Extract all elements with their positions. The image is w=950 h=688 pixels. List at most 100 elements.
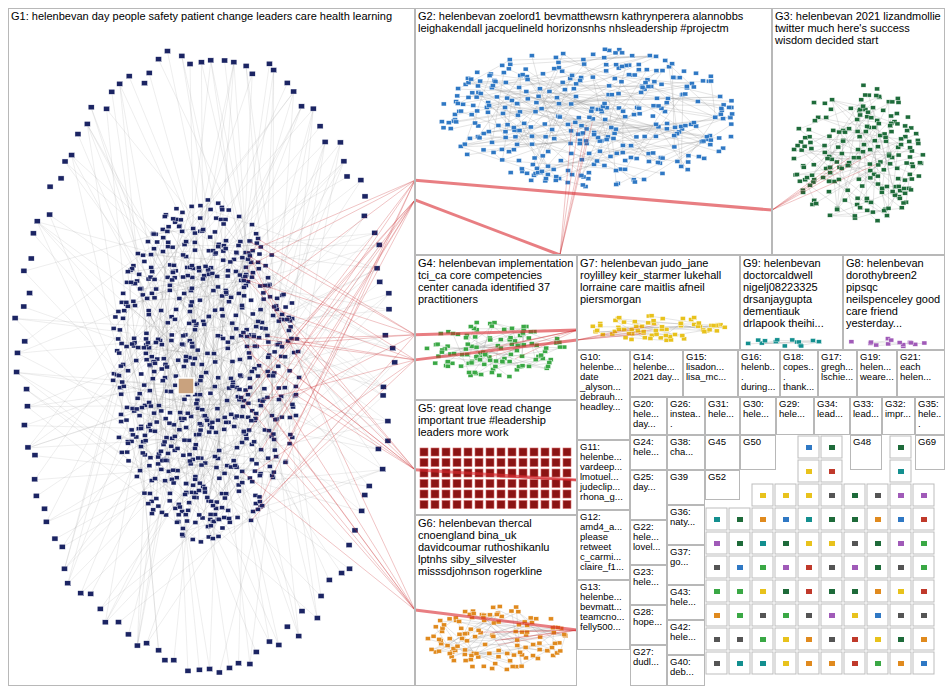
network-vertex	[119, 300, 124, 304]
network-vertex	[148, 456, 153, 460]
network-vertex	[152, 429, 157, 433]
network-vertex	[220, 506, 225, 510]
network-vertex	[149, 253, 154, 257]
network-vertex	[205, 495, 210, 499]
network-vertex	[271, 68, 277, 73]
network-vertex	[562, 88, 567, 92]
network-vertex	[162, 215, 167, 219]
network-vertex	[634, 135, 639, 139]
cluster-edge	[478, 76, 520, 137]
cluster-edge	[537, 140, 708, 169]
cluster-edge	[201, 63, 234, 217]
network-vertex	[14, 369, 20, 374]
network-vertex	[257, 474, 262, 478]
cluster-edge	[145, 326, 196, 436]
cluster-edge	[140, 330, 195, 394]
cluster-edge	[179, 299, 251, 335]
network-vertex	[249, 223, 254, 227]
cluster-edge	[849, 166, 902, 208]
network-vertex	[899, 137, 904, 141]
network-vertex	[226, 665, 232, 670]
network-vertex	[500, 111, 505, 115]
network-vertex	[827, 134, 832, 138]
network-vertex	[111, 326, 116, 330]
network-vertex	[532, 156, 537, 160]
network-vertex	[200, 277, 205, 281]
cluster-edge	[597, 71, 663, 161]
network-vertex	[181, 253, 186, 257]
network-vertex	[156, 462, 161, 466]
network-vertex	[905, 115, 910, 119]
network-vertex	[171, 658, 177, 663]
network-vertex	[116, 337, 121, 341]
cluster-edge	[136, 438, 186, 493]
network-vertex	[828, 107, 833, 111]
network-vertex	[511, 148, 516, 152]
network-vertex	[586, 171, 591, 175]
network-vertex	[709, 79, 714, 83]
network-vertex	[631, 113, 636, 117]
network-vertex	[117, 328, 122, 332]
network-vertex	[439, 120, 444, 124]
network-vertex	[475, 84, 480, 88]
network-vertex	[830, 98, 835, 102]
network-vertex	[728, 135, 733, 139]
network-vertex	[507, 58, 512, 62]
network-vertex	[524, 90, 529, 94]
network-vertex	[134, 359, 139, 363]
network-vertex	[122, 309, 127, 313]
cluster-edge	[198, 142, 325, 273]
network-vertex	[683, 124, 688, 128]
network-vertex	[211, 352, 216, 356]
cluster-edge	[494, 75, 629, 153]
network-vertex	[644, 68, 649, 72]
network-vertex	[515, 102, 520, 106]
network-vertex	[164, 436, 169, 440]
network-vertex	[283, 305, 288, 309]
network-vertex	[212, 230, 217, 234]
network-vertex	[513, 135, 518, 139]
network-vertex	[841, 138, 846, 142]
network-vertex	[275, 296, 280, 300]
network-vertex	[137, 272, 142, 276]
network-vertex	[875, 219, 880, 223]
network-vertex	[594, 159, 599, 163]
network-vertex	[529, 54, 534, 58]
network-vertex	[797, 179, 802, 183]
network-vertex	[222, 516, 227, 520]
network-vertex	[611, 136, 616, 140]
network-vertex	[271, 374, 276, 378]
network-vertex	[184, 482, 189, 486]
network-vertex	[47, 184, 53, 189]
network-vertex	[581, 58, 586, 62]
network-vertex	[899, 143, 904, 147]
network-vertex	[253, 649, 259, 654]
network-vertex	[824, 115, 829, 119]
network-vertex	[164, 49, 170, 54]
network-vertex	[208, 512, 213, 516]
network-vertex	[230, 321, 235, 325]
cluster-edge	[180, 109, 313, 260]
network-vertex	[670, 62, 675, 66]
network-vertex	[212, 455, 217, 459]
network-vertex	[152, 370, 157, 374]
network-vertex	[637, 106, 642, 110]
cluster-edge	[502, 106, 658, 160]
network-vertex	[177, 505, 182, 509]
network-vertex	[181, 275, 186, 279]
network-vertex	[233, 269, 238, 273]
network-vertex	[503, 135, 508, 139]
network-vertex	[121, 316, 126, 320]
network-vertex	[560, 80, 565, 84]
network-vertex	[196, 456, 201, 460]
network-vertex	[185, 668, 191, 673]
network-vertex	[189, 204, 194, 208]
network-vertex	[149, 291, 154, 295]
network-vertex	[875, 174, 880, 178]
network-vertex	[607, 84, 612, 88]
network-vertex	[702, 156, 707, 160]
network-vertex	[478, 92, 483, 96]
network-vertex	[629, 144, 634, 148]
network-vertex	[917, 161, 922, 165]
network-vertex	[653, 134, 658, 138]
